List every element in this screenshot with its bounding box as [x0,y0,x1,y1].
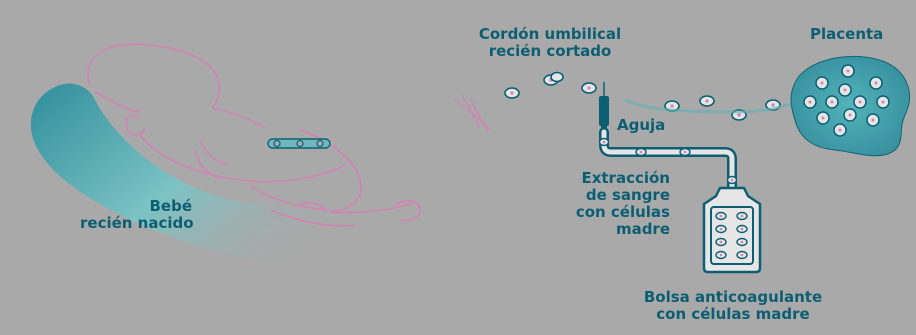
label-bolsa-line-2: con células madre [656,305,810,323]
placenta-cell [825,95,839,109]
placenta-cell [816,111,830,125]
placenta-cell [841,64,855,78]
cord-cell [550,71,564,83]
label-bebe-line-2: recién nacido [80,214,194,232]
bag-cell [715,237,727,247]
umbilical-clamp-icon [267,138,331,149]
label-extraccion: Extracción de sangre con células madre [560,170,670,238]
label-placenta-text: Placenta [810,25,884,43]
label-aguja-text: Aguja [617,116,666,134]
label-extraccion-line-1: Extracción [581,169,670,187]
placenta-cell [815,76,829,90]
cord-cell [504,87,520,99]
label-cordon-line-1: Cordón umbilical [478,25,622,43]
bag-cell [736,237,748,247]
placenta-cell [869,76,883,90]
label-aguja: Aguja [617,117,665,134]
bag-cell [715,224,727,234]
label-extraccion-line-3: con células [575,203,670,221]
label-placenta: Placenta [810,26,883,43]
tube-cell [679,147,691,157]
label-extraccion-line-4: madre [615,220,670,238]
umbilical-cord-cells [504,71,781,121]
cut-cord-end [454,94,491,133]
placenta-shape [790,55,910,157]
label-extraccion-line-2: de sangre [585,186,670,204]
label-bolsa-line-1: Bolsa anticoagulante [643,288,823,306]
tube-cell [598,137,610,147]
placenta-cell [843,108,857,122]
placenta-cell [876,95,890,109]
placenta-cell [866,113,880,127]
tube-cell [635,147,647,157]
cord-line [624,98,806,114]
label-cordon-line-2: recién cortado [488,42,612,60]
cord-cell [699,95,715,107]
bag-cell [736,211,748,221]
baby-outline [87,43,421,227]
placenta-cell [838,83,852,97]
anticoagulant-bag [702,186,762,274]
bag-cell [715,250,727,260]
label-bolsa: Bolsa anticoagulante con células madre [628,289,838,323]
label-bebe: Bebé recién nacido [80,197,194,232]
placenta-cell [803,95,817,109]
bag-cell [736,250,748,260]
bag-cell [736,224,748,234]
cord-cell [581,82,597,94]
label-cordon-umbilical: Cordón umbilical recién cortado [464,26,636,60]
tube-cell [726,175,738,185]
bag-cell [715,211,727,221]
extraction-tube [598,127,738,195]
label-bebe-line-1: Bebé [149,197,192,215]
placenta-cell [833,123,847,137]
placenta-cell [853,95,867,109]
needle-icon [599,82,609,132]
